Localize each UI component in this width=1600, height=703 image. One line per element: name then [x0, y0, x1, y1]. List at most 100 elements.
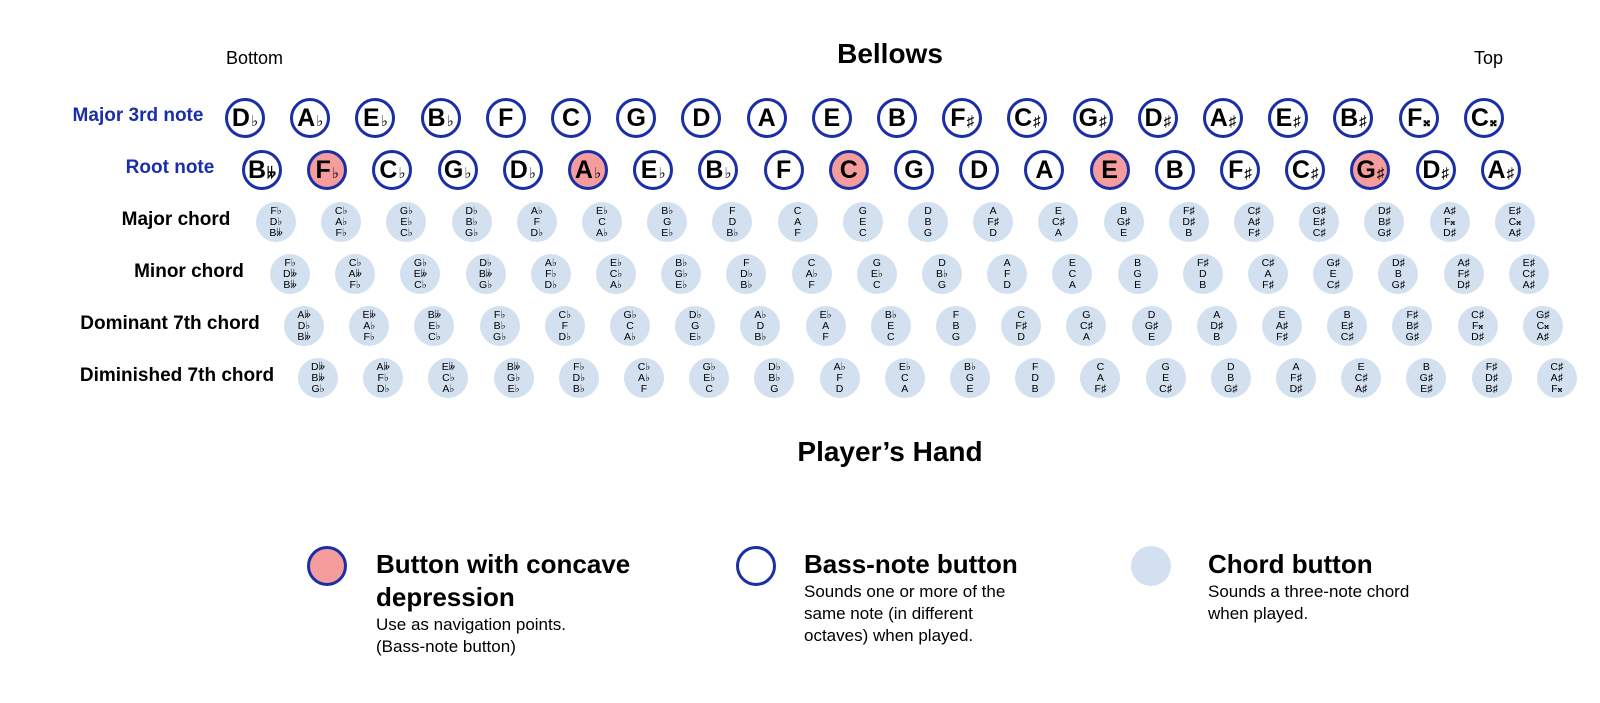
accidental-mark: ♯: [1244, 164, 1252, 182]
chord-note: E♭: [507, 382, 520, 395]
bass-button-major-third: F: [485, 98, 526, 138]
chord-note: A: [1096, 371, 1104, 384]
chord-note: A♭: [833, 360, 846, 373]
chord-note: A: [901, 382, 909, 395]
chord-note: C𝄪: [1508, 215, 1521, 228]
chord-note: D: [1227, 360, 1235, 373]
chord-note: A♯: [1443, 204, 1456, 217]
chord-note: E♭: [819, 308, 832, 321]
accidental-mark: ♯: [1099, 112, 1107, 130]
chord-note: B𝄫: [297, 330, 311, 343]
bottom-label: Bottom: [226, 48, 284, 68]
chord-note: C♯: [1522, 267, 1536, 280]
chord-note: G♯: [1312, 204, 1326, 217]
chord-note: F♯: [1196, 256, 1209, 269]
legend-chord-text-1: Sounds a three-note chord: [1208, 582, 1410, 601]
chord-note: F: [561, 319, 568, 332]
concave-bass-button-root: C: [828, 150, 869, 190]
accidental-mark: ♯: [1376, 164, 1385, 182]
chord-note: G♭: [507, 371, 521, 384]
chord-note: F: [1031, 360, 1039, 373]
chord-note: F♭: [573, 360, 585, 373]
chord-button-minor-chord: E♯C♯A♯: [1508, 254, 1549, 294]
chord-note: A♭: [596, 226, 608, 239]
chord-note: A♭: [624, 330, 636, 343]
chord-note: F♯: [987, 215, 1000, 228]
chord-note: D♭: [376, 382, 390, 395]
chord-note: E♭: [661, 226, 674, 239]
chord-button-major-chord: E♯C𝄪A♯: [1494, 202, 1535, 242]
chord-note: D♯: [1485, 371, 1499, 384]
chord-note: C: [1068, 267, 1077, 280]
chord-note: C♭: [428, 330, 441, 343]
concave-bass-button-root: G♯: [1350, 150, 1391, 190]
chord-note: F♯: [1406, 308, 1419, 321]
accidental-mark: 𝄪: [1423, 112, 1431, 130]
chord-note: D♭: [558, 330, 572, 343]
chord-note: E♭: [610, 256, 622, 269]
legend-bass-text-2: same note (in different: [804, 604, 973, 623]
bass-button-root: A♯: [1480, 150, 1521, 190]
chord-note: D: [1147, 308, 1156, 321]
chord-button-minor-chord: F♭D𝄫B𝄫: [270, 254, 310, 294]
chord-note: E♯: [1341, 319, 1354, 332]
players-hand-title: Player’s Hand: [797, 436, 983, 467]
chord-note: C: [705, 382, 713, 395]
bass-button-root: G: [894, 150, 934, 190]
chord-button-dominant7: G♯C𝄪A♯: [1522, 306, 1563, 346]
chord-note: G♭: [413, 256, 427, 269]
chord-note: F: [640, 382, 648, 395]
chord-note: D♯: [1391, 256, 1405, 269]
bass-button-root: B♭: [698, 150, 739, 190]
chord-note: F: [794, 226, 801, 239]
legend-concave-swatch: [307, 546, 347, 586]
accidental-mark: ♯: [966, 112, 975, 130]
chord-note: C: [598, 215, 606, 228]
row-label-minor-chord: Minor chord: [134, 261, 244, 282]
chord-note: E: [966, 382, 974, 395]
accidental-mark: ♭: [724, 165, 732, 182]
chord-note: C♯: [1159, 382, 1173, 395]
chord-note: D♯: [1377, 204, 1391, 217]
chord-note: G: [1133, 267, 1142, 280]
chord-note: F♯: [1182, 204, 1195, 217]
chord-note: A: [1264, 267, 1272, 280]
chord-note: A♭: [638, 371, 650, 384]
chord-note: F♯: [1457, 267, 1470, 280]
chord-note: D♭: [544, 278, 558, 291]
chord-note: D♭: [688, 308, 702, 321]
chord-button-major-chord: F♯D♯B: [1168, 202, 1209, 242]
chord-note: A: [1213, 308, 1221, 321]
bass-note-letter: G: [626, 103, 646, 132]
bass-note-letter: B: [1165, 155, 1184, 184]
chord-note: D: [938, 256, 946, 269]
accidental-mark: ♭: [316, 113, 324, 130]
chord-note: E♭: [898, 360, 911, 373]
chord-note: A𝄫: [297, 308, 311, 321]
chord-note: B♭: [675, 256, 688, 269]
chord-note: A♯: [1536, 330, 1549, 343]
chord-button-diminished7: A𝄫F♭D♭: [363, 358, 404, 398]
accidental-mark: 𝄪: [1489, 112, 1497, 130]
chord-note: B𝄫: [506, 360, 521, 373]
accidental-mark: ♭: [528, 165, 536, 182]
bass-button-root: B𝄫: [242, 150, 282, 190]
chord-note: B♭: [754, 330, 767, 343]
chord-note: B♭: [936, 267, 948, 280]
chord-button-major-chord: G♯E♯C♯: [1299, 202, 1340, 242]
chord-note: B♭: [572, 382, 585, 395]
